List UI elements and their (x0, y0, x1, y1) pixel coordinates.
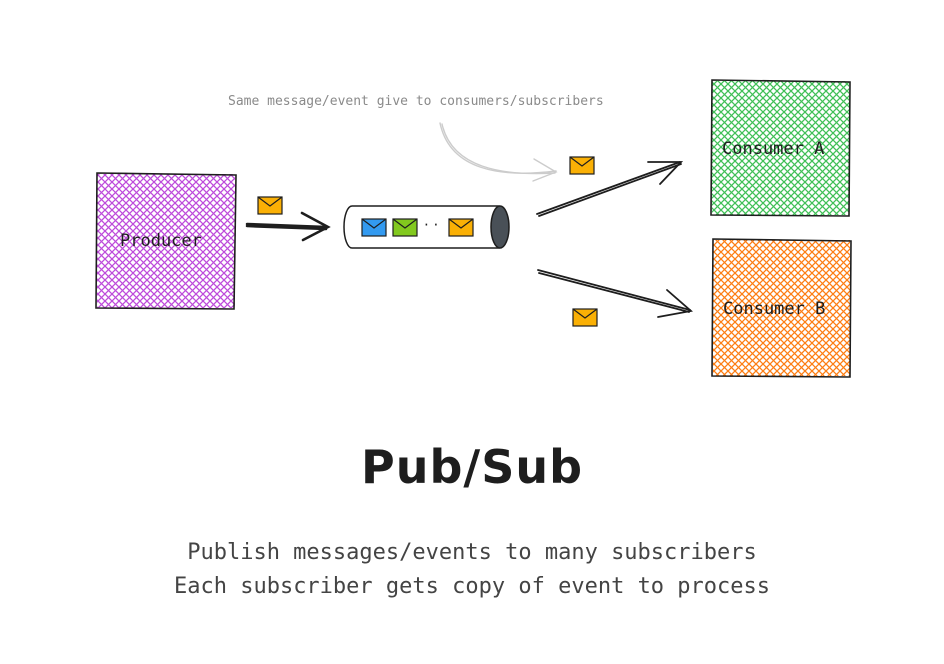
envelope-icon (257, 196, 283, 215)
queued-message-blue-icon (361, 218, 387, 237)
queue-to-consumer-a-arrow (536, 161, 684, 217)
queue-to-consumer-b-arrow (537, 269, 693, 318)
queue-ellipsis: · · (424, 216, 439, 234)
consumer-a-label: Consumer A (722, 139, 825, 159)
envelope-to-consumer-a-icon (569, 156, 595, 175)
consumer-a-box (710, 79, 851, 217)
envelope-to-consumer-b-icon (572, 308, 598, 327)
queued-message-yellow-icon (448, 218, 474, 237)
producer-box (95, 172, 237, 310)
consumer-b-box (711, 238, 852, 378)
diagram-title: Pub/Sub (361, 440, 583, 494)
producer-to-queue-arrow (245, 211, 331, 242)
annotation-arrow (439, 122, 558, 182)
subtitle-line-1: Publish messages/events to many subscrib… (187, 540, 757, 565)
queued-message-green-icon (392, 218, 418, 237)
diagram-subtitle: Publish messages/events to many subscrib… (0, 536, 944, 604)
subtitle-line-2: Each subscriber gets copy of event to pr… (173, 574, 771, 599)
queue-cylinder (343, 205, 510, 249)
consumer-b-label: Consumer B (723, 299, 826, 319)
annotation-text: Same message/event give to consumers/sub… (228, 94, 604, 109)
producer-label: Producer (120, 231, 202, 251)
